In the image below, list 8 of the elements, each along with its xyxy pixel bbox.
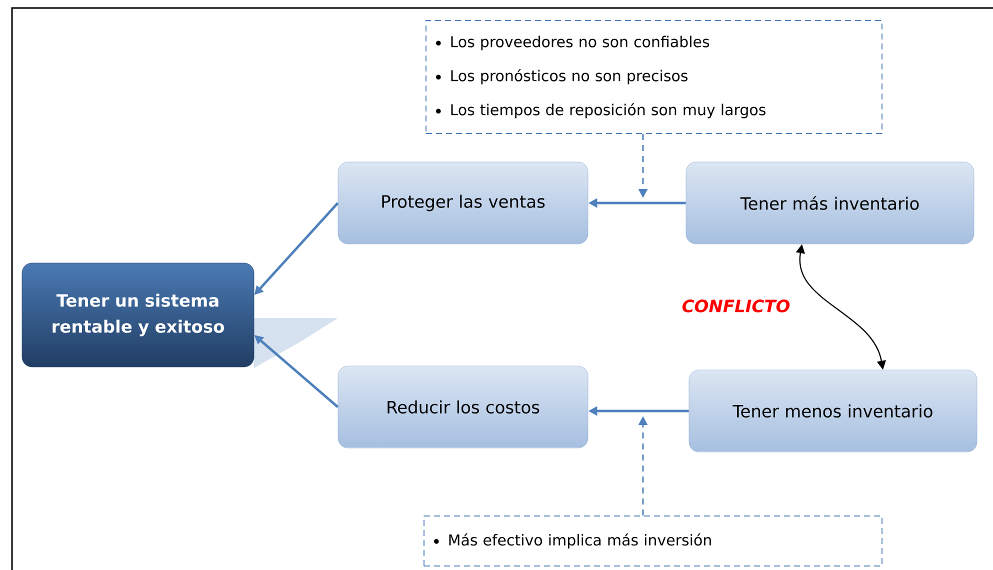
note-box: Los proveedores no son confiables Los pronósticos no son precisos Los tiempos de reposición son muy largos [426,20,882,134]
conflict-label: CONFLICTO [682,300,790,312]
process-box: Tener más inventario [686,162,974,244]
process-box: Tener menos inventario [688,370,978,452]
process-box: Reducir los costos [338,366,588,448]
goal-box: Tener un sistema rentable y exitoso [22,262,254,368]
process-box: Proteger las ventas [338,162,588,244]
note-box: Más efectivo implica más inversión [424,516,882,566]
